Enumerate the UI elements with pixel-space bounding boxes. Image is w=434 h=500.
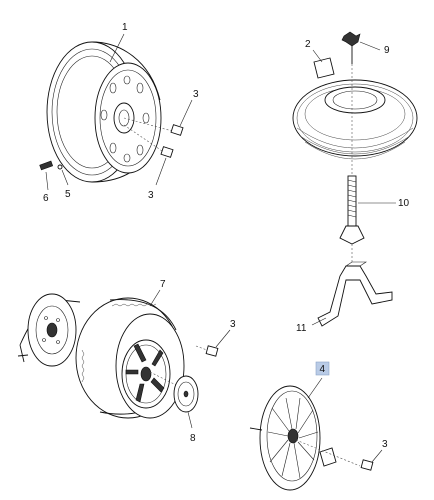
center-cap	[173, 375, 199, 413]
leader-1	[109, 33, 125, 63]
callout-3-upper-left: 3	[193, 89, 199, 100]
wheel-nut-lower-right	[360, 459, 374, 471]
label-tag	[313, 57, 335, 79]
leader-5	[61, 169, 69, 186]
callout-4-highlight	[315, 361, 330, 376]
steel-wheel-rim	[46, 41, 177, 183]
callout-8: 8	[190, 433, 196, 444]
wing-nut	[341, 31, 361, 176]
leader-4	[307, 377, 323, 399]
wheel-cover	[249, 385, 361, 491]
callout-3-lower-right: 3	[382, 439, 388, 450]
wheel-nut-upper	[170, 124, 184, 136]
spare-tire	[292, 79, 418, 160]
tire-with-alloy-wheel	[75, 297, 185, 419]
callout-4: 4	[320, 364, 326, 375]
callout-1: 1	[122, 22, 128, 33]
leader-3a	[179, 99, 193, 127]
mounting-bracket	[317, 261, 393, 327]
leader-3b	[155, 157, 167, 186]
threaded-rod	[339, 175, 365, 262]
leader-3d	[371, 449, 383, 463]
brake-disc-hub	[17, 293, 81, 367]
wheel-nut-middle	[195, 345, 219, 357]
callout-6: 6	[43, 193, 49, 204]
leader-3c	[215, 329, 231, 348]
callout-7: 7	[160, 279, 166, 290]
leader-7	[149, 289, 161, 307]
callout-5: 5	[65, 189, 71, 200]
callout-11: 11	[296, 323, 307, 334]
leader-11	[311, 317, 327, 326]
leader-6	[45, 171, 49, 191]
callout-9: 9	[384, 45, 390, 56]
leader-9	[359, 41, 381, 51]
valve-stem	[39, 160, 63, 171]
callout-3-lower-left: 3	[148, 190, 154, 201]
leader-2	[312, 49, 323, 63]
callout-3-middle: 3	[230, 319, 236, 330]
wheel-nut-lower	[160, 146, 174, 158]
callout-2: 2	[305, 39, 311, 50]
callout-10: 10	[398, 198, 410, 209]
leader-8	[187, 411, 193, 429]
